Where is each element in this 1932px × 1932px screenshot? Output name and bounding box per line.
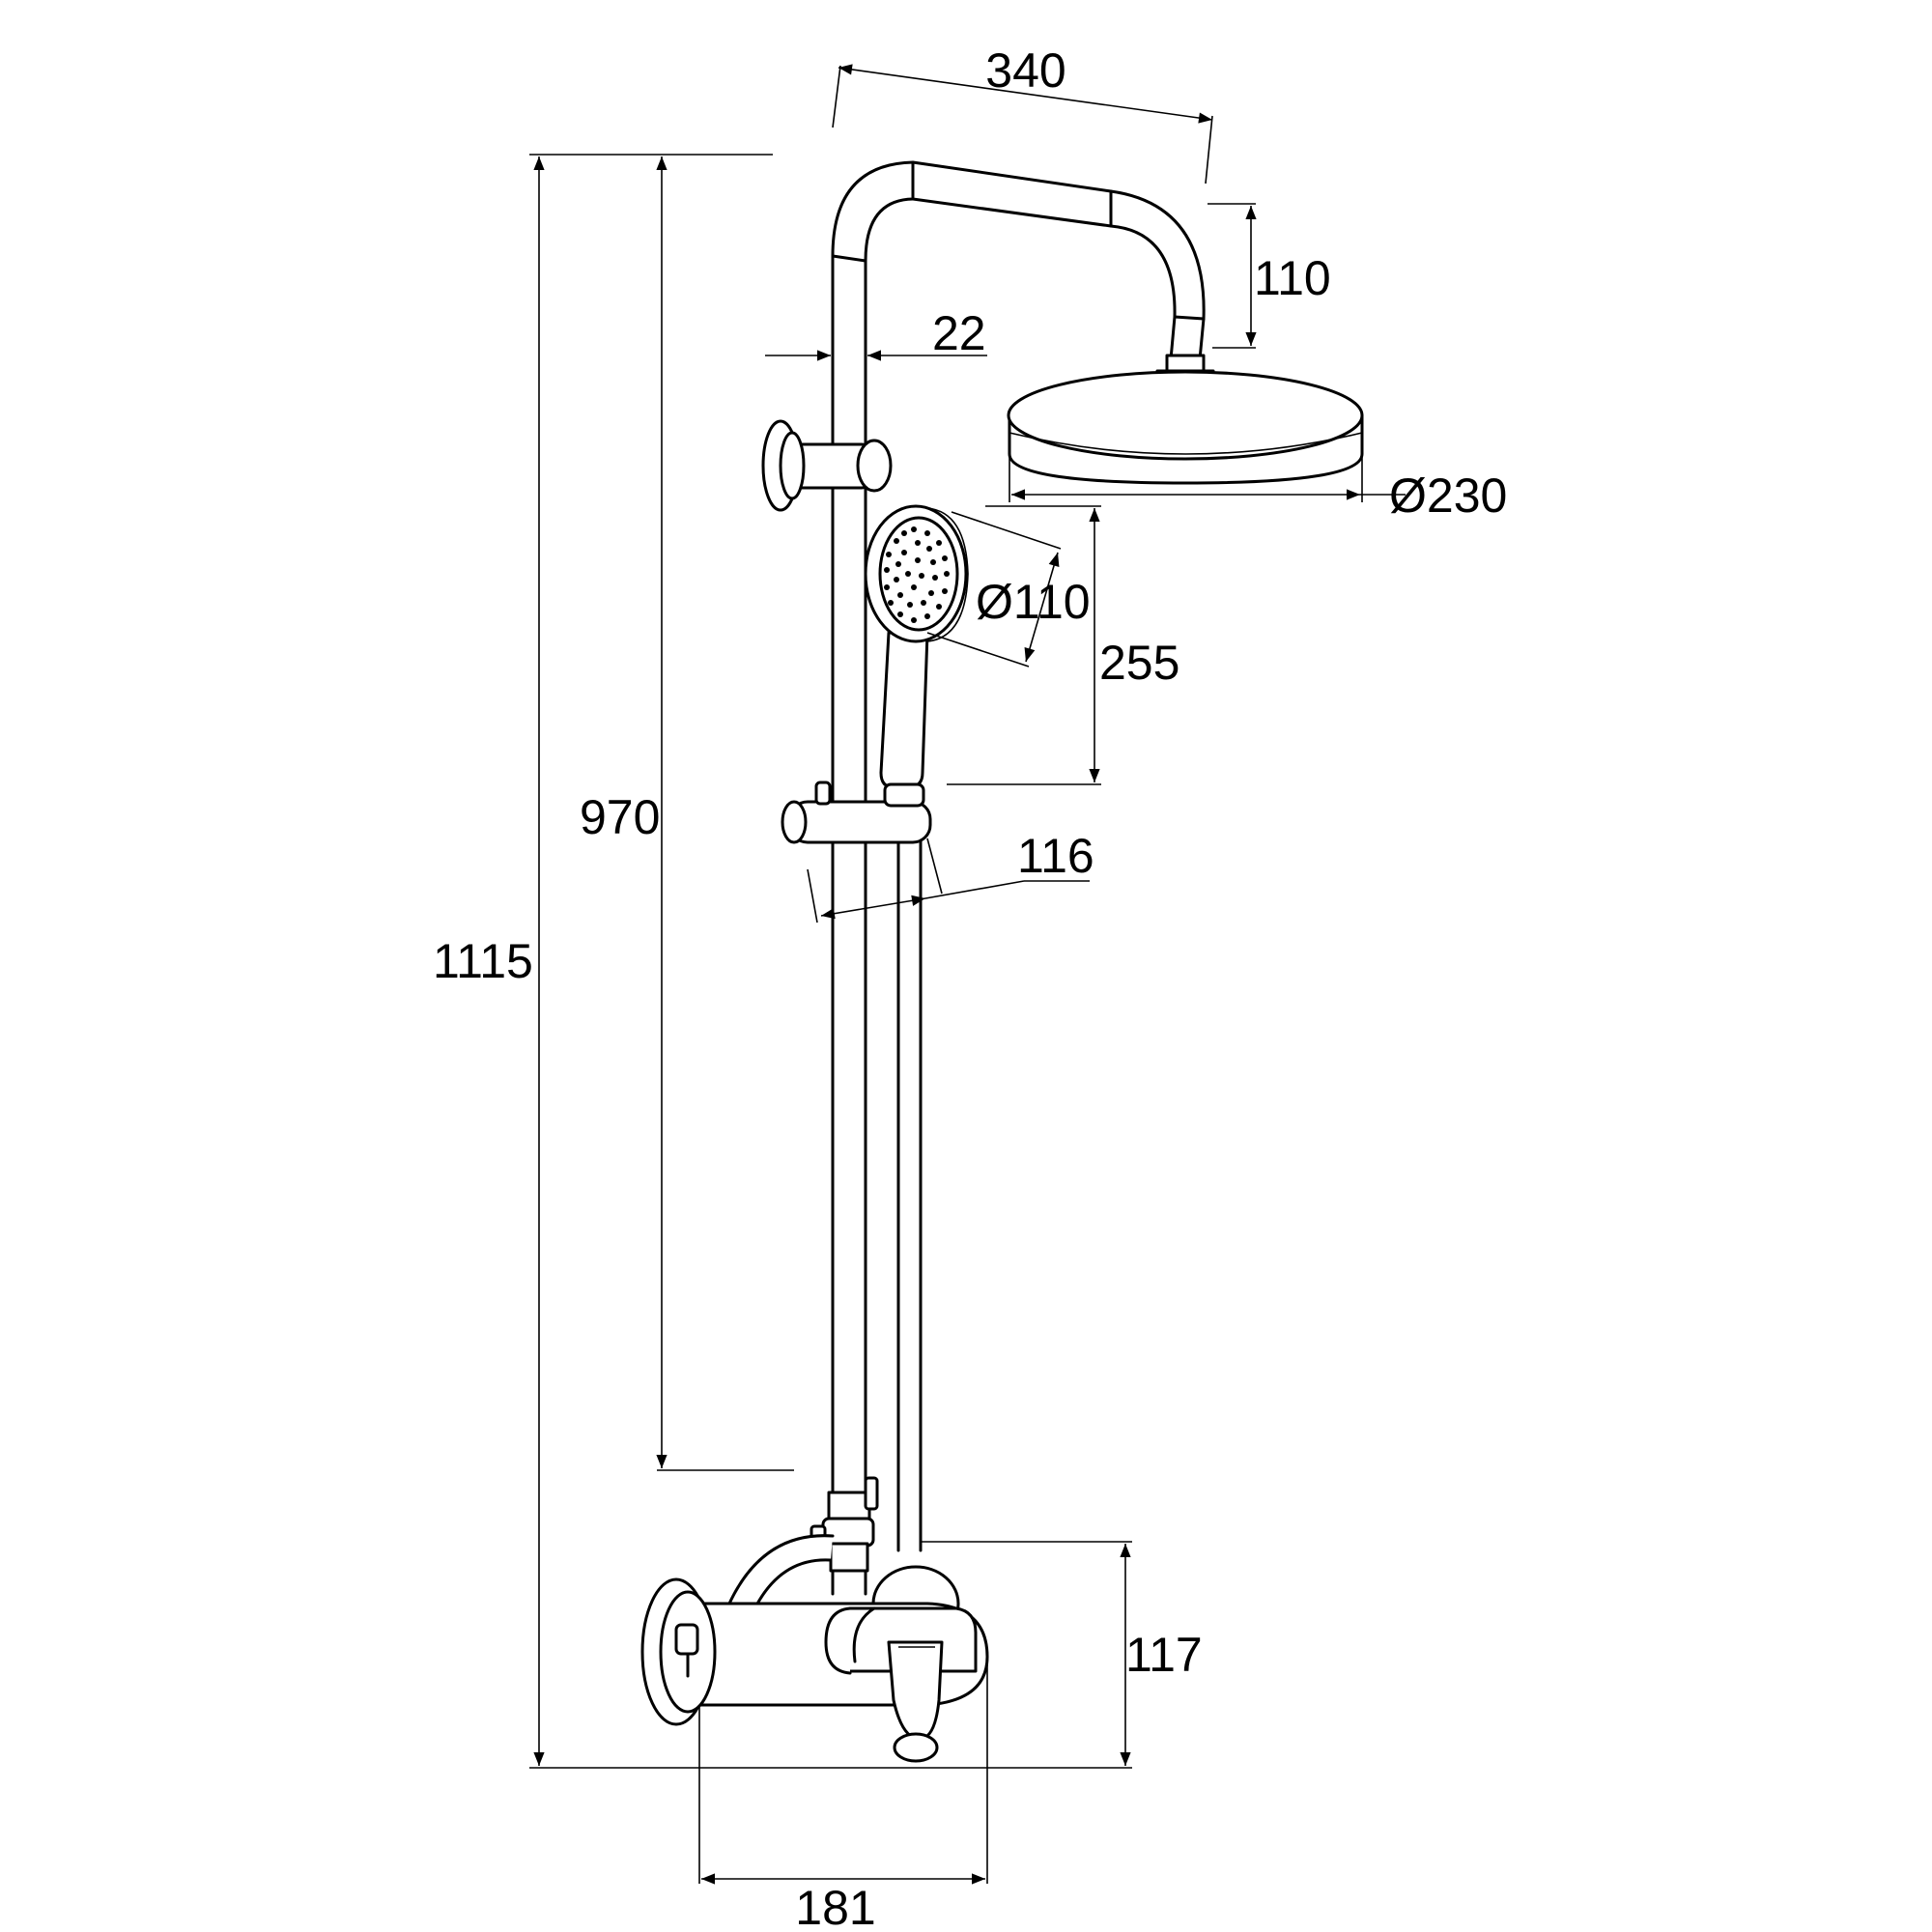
label-hand-shower-diameter: Ø110 bbox=[976, 575, 1091, 629]
label-rail-length: 970 bbox=[580, 790, 660, 844]
dimension-head-shower-diameter: Ø230 bbox=[1009, 454, 1507, 523]
label-mixer-height: 117 bbox=[1125, 1628, 1203, 1682]
shower-hose bbox=[896, 829, 923, 1552]
dimension-arm-length: 340 bbox=[832, 43, 1213, 185]
label-arm-length: 340 bbox=[985, 43, 1065, 98]
dimension-mixer-width: 181 bbox=[698, 1657, 988, 1932]
label-head-shower-diameter: Ø230 bbox=[1389, 469, 1507, 523]
dimension-mixer-height: 117 bbox=[921, 1541, 1203, 1766]
spray-nozzles bbox=[884, 526, 950, 623]
shower-column bbox=[640, 160, 1364, 1763]
label-total-height: 1115 bbox=[433, 934, 533, 988]
label-arm-drop: 110 bbox=[1254, 251, 1331, 305]
dimensions: 340 110 22 Ø230 Ø110 bbox=[433, 43, 1507, 1932]
dimension-slider-width: 116 bbox=[807, 829, 1094, 923]
label-mixer-width: 181 bbox=[795, 1881, 875, 1932]
mixer-valve bbox=[640, 1565, 989, 1763]
dimension-hand-shower-diameter: Ø110 bbox=[926, 511, 1091, 668]
dimension-rail-length: 970 bbox=[580, 154, 794, 1471]
overhead-arm bbox=[911, 160, 1206, 361]
label-rail-diameter: 22 bbox=[932, 306, 986, 360]
label-hand-shower-height: 255 bbox=[1099, 636, 1179, 690]
dimension-total-height: 1115 bbox=[433, 154, 1132, 1769]
hand-shower bbox=[864, 504, 969, 789]
wall-bracket-top bbox=[761, 419, 893, 512]
sliding-holder bbox=[781, 781, 932, 844]
dimension-arm-drop: 110 bbox=[1208, 203, 1331, 349]
dimension-hand-shower-height: 255 bbox=[947, 505, 1179, 785]
label-slider-width: 116 bbox=[1017, 829, 1094, 883]
head-shower bbox=[1007, 354, 1364, 485]
dimension-rail-diameter: 22 bbox=[765, 306, 987, 361]
